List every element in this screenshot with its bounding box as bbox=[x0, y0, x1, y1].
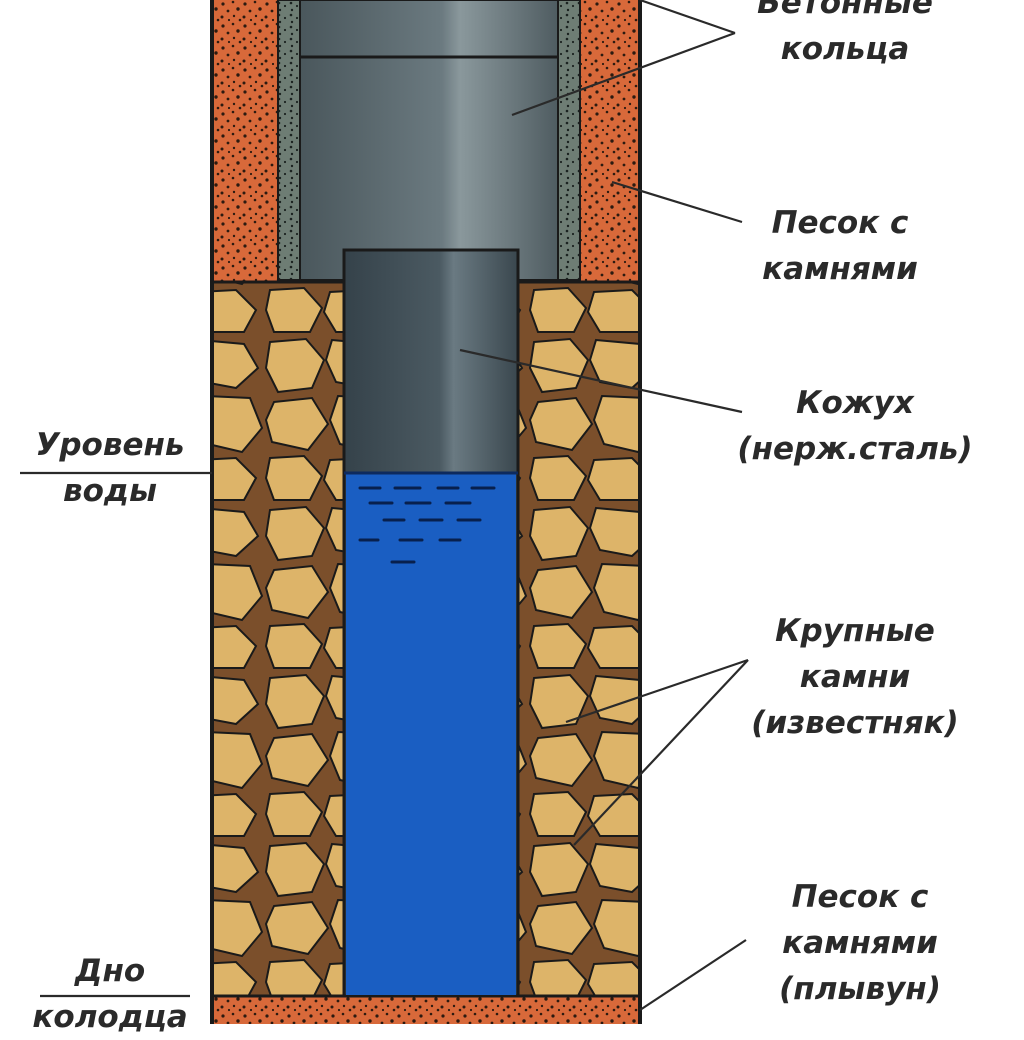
label-sand-with-stones-bottom: Песок с камнями (плывун) bbox=[740, 874, 980, 1012]
label-line: (плывун) bbox=[779, 971, 941, 1007]
label-line: кольца bbox=[780, 31, 910, 67]
label-line: Песок с bbox=[771, 205, 909, 241]
label-line: Песок с bbox=[791, 879, 929, 915]
water-ripples bbox=[358, 486, 496, 564]
bottom-sand-fill bbox=[212, 996, 640, 1024]
leader-large-stones-b bbox=[573, 659, 749, 846]
label-line: камни bbox=[799, 659, 911, 695]
gravel-strip-left bbox=[277, 0, 301, 281]
label-line: Дно bbox=[74, 953, 146, 989]
leader-concrete-rings-a bbox=[639, 0, 736, 35]
label-casing: Кожух (нерж.сталь) bbox=[710, 380, 1000, 472]
label-sand-with-stones-top: Песок с камнями bbox=[720, 200, 960, 292]
label-concrete-rings: Бетонные кольца bbox=[720, 0, 970, 72]
label-line: Бетонные bbox=[757, 0, 933, 21]
concrete-rings bbox=[299, 0, 559, 281]
label-line: колодца bbox=[32, 999, 188, 1035]
label-line: (нерж.сталь) bbox=[737, 431, 973, 467]
leader-large-stones-a bbox=[565, 658, 749, 724]
label-line: камнями bbox=[762, 251, 918, 287]
leader-sand-bottom bbox=[639, 939, 747, 1011]
water-column bbox=[346, 473, 516, 995]
label-water-level: Уровень воды bbox=[10, 422, 210, 514]
label-line: Уровень bbox=[35, 427, 185, 463]
leader-concrete-rings-b bbox=[511, 31, 736, 117]
label-line: Крупные bbox=[775, 613, 935, 649]
label-line: Кожух bbox=[796, 385, 914, 421]
gravel-strip-right bbox=[557, 0, 581, 281]
leader-sand-top bbox=[611, 180, 743, 224]
leader-casing bbox=[459, 348, 743, 414]
label-large-stones: Крупные камни (известняк) bbox=[710, 608, 1000, 746]
label-well-bottom: Дно колодца bbox=[15, 948, 205, 1040]
label-line: камнями bbox=[782, 925, 938, 961]
label-line: воды bbox=[63, 473, 157, 509]
label-line: (известняк) bbox=[751, 705, 959, 741]
leader-lines bbox=[20, 0, 749, 1011]
